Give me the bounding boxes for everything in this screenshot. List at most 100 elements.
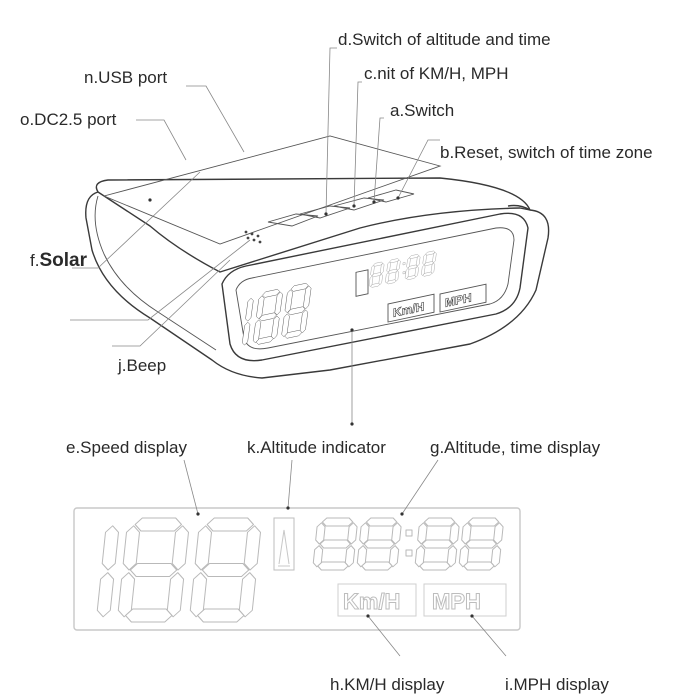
leader-lines-bottom xyxy=(183,459,507,657)
device-speed-digits xyxy=(242,283,312,346)
seven-segment-digit xyxy=(356,517,402,571)
digit-segment xyxy=(424,261,434,266)
digit-segment xyxy=(256,295,265,319)
digit-segment xyxy=(446,545,458,568)
digit-segment xyxy=(396,259,401,271)
digit-segment xyxy=(315,522,326,545)
digit-segment xyxy=(370,283,380,288)
digit-segment xyxy=(281,313,290,337)
altitude-indicator-box xyxy=(273,517,295,571)
label-altitude-time-display: g.Altitude, time display xyxy=(430,438,601,457)
digit-segment xyxy=(385,272,390,284)
digit-segment xyxy=(194,525,212,571)
digit-segment xyxy=(370,265,375,276)
seven-segment-digit xyxy=(312,517,358,571)
digit-segment xyxy=(422,271,433,277)
digit-segment xyxy=(317,561,349,571)
digit-segment xyxy=(363,539,395,549)
digit-segment xyxy=(461,522,472,545)
digit-segment xyxy=(125,608,173,623)
seven-segment-digit xyxy=(421,250,437,277)
digit-segment xyxy=(422,254,427,265)
digit-segment xyxy=(373,261,383,267)
digit-segment xyxy=(284,329,303,339)
label-usb-port: n.USB port xyxy=(84,68,167,87)
label-switch-altitude-time: d.Switch of altitude and time xyxy=(338,30,551,49)
mph-display-label: MPH xyxy=(432,589,481,614)
button-unit[interactable] xyxy=(299,205,351,219)
digit-segment xyxy=(255,336,274,345)
device-body xyxy=(85,191,550,379)
button-reset[interactable] xyxy=(367,189,415,203)
digit-segment xyxy=(243,525,261,571)
digit-segment xyxy=(467,517,500,527)
seven-segment-digit xyxy=(96,525,119,618)
device-time-digits xyxy=(368,250,437,288)
digit-segment xyxy=(421,265,426,276)
digit-segment xyxy=(290,283,309,292)
digit-segment xyxy=(361,561,393,571)
digit-segment xyxy=(347,522,358,545)
digit-segment xyxy=(391,522,402,545)
digit-segment xyxy=(493,522,504,545)
button-altitude-time[interactable] xyxy=(267,213,319,227)
digit-segment xyxy=(406,257,411,269)
speed-display-digits xyxy=(96,517,261,623)
display-panel: Km/H MPH xyxy=(73,507,521,631)
digit-segment xyxy=(129,563,178,577)
seven-segment-digit xyxy=(458,517,504,571)
label-mph-display: i.MPH display xyxy=(505,675,609,694)
digit-segment xyxy=(356,545,368,568)
digit-segment xyxy=(389,258,399,263)
label-reset-timezone: b.Reset, switch of time zone xyxy=(440,143,653,162)
digit-segment xyxy=(201,563,250,577)
digit-segment xyxy=(416,255,421,267)
digit-segment xyxy=(414,545,426,568)
kmh-display-label: Km/H xyxy=(343,589,400,614)
digit-segment xyxy=(490,545,502,568)
digit-segment xyxy=(303,285,312,310)
digit-segment xyxy=(197,608,245,623)
seven-segment-digit xyxy=(117,517,189,623)
device-illustration: Km/H MPH xyxy=(85,135,550,379)
digit-segment xyxy=(419,561,451,571)
digit-segment xyxy=(117,572,136,618)
seven-segment-digit xyxy=(414,517,460,571)
digit-segment xyxy=(458,545,470,568)
front-bezel xyxy=(221,212,529,362)
digit-segment xyxy=(242,322,251,346)
label-speed-display: e.Speed display xyxy=(66,438,187,457)
digit-segment xyxy=(299,309,309,334)
seven-segment-digit xyxy=(242,298,254,346)
digit-segment xyxy=(252,319,262,344)
label-unit-kmh-mph: c.nit of KM/H, MPH xyxy=(364,64,509,83)
seven-segment-digit xyxy=(385,258,401,285)
digit-segment xyxy=(414,266,419,277)
digit-segment xyxy=(259,312,277,322)
seven-segment-digit xyxy=(189,517,261,623)
digit-segment xyxy=(238,572,257,618)
digit-segment xyxy=(378,274,383,285)
digit-segment xyxy=(465,539,497,549)
digit-segment xyxy=(206,517,255,532)
device-kmh-label: Km/H xyxy=(393,299,424,320)
leader-lines-top xyxy=(70,47,440,426)
digit-segment xyxy=(409,254,419,259)
solar-panel xyxy=(102,135,442,245)
digit-segment xyxy=(166,572,185,618)
digit-segment xyxy=(463,561,495,571)
digit-segment xyxy=(425,250,435,256)
digit-segment xyxy=(421,539,453,549)
digit-segment xyxy=(423,517,456,527)
digit-segment xyxy=(365,517,398,527)
digit-segment xyxy=(344,545,356,568)
altitude-time-display-digits xyxy=(312,517,504,571)
label-kmh-display: h.KM/H display xyxy=(330,675,445,694)
device-altitude-indicator xyxy=(355,269,369,297)
seven-segment-digit xyxy=(368,261,385,288)
label-solar: f.Solar xyxy=(30,250,88,271)
label-altitude-indicator: k.Altitude indicator xyxy=(247,438,386,457)
colon-dot xyxy=(405,549,413,557)
digit-segment xyxy=(274,291,283,316)
